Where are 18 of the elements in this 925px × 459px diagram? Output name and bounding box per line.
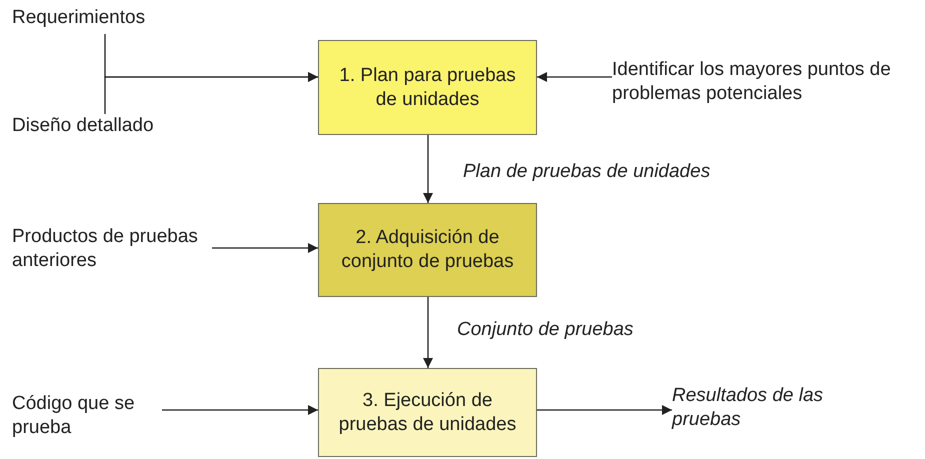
process-box: 3. Ejecución de pruebas de unidades	[318, 368, 537, 457]
input-text: Identificar los mayores puntos de problemas potenciales	[612, 58, 912, 110]
arrow	[423, 297, 433, 368]
edge-label: Conjunto de pruebas	[455, 318, 636, 342]
input-text: Código que se prueba	[12, 392, 162, 444]
arrow	[162, 405, 318, 415]
arrow	[104, 72, 318, 114]
input-text: Diseño detallado	[12, 114, 192, 142]
process-box: 1. Plan para pruebas de unidades	[318, 40, 537, 135]
input-text: Productos de pruebas anteriores	[12, 225, 212, 277]
edge-label: Plan de pruebas de unidades	[461, 160, 712, 184]
arrow	[423, 135, 433, 203]
arrow	[537, 72, 612, 82]
process-box: 2. Adquisición de conjunto de pruebas	[318, 203, 537, 297]
arrow	[212, 243, 318, 253]
arrow	[537, 405, 672, 415]
input-text: Requerimientos	[12, 6, 182, 34]
input-text: Resultados de las pruebas	[672, 384, 832, 436]
